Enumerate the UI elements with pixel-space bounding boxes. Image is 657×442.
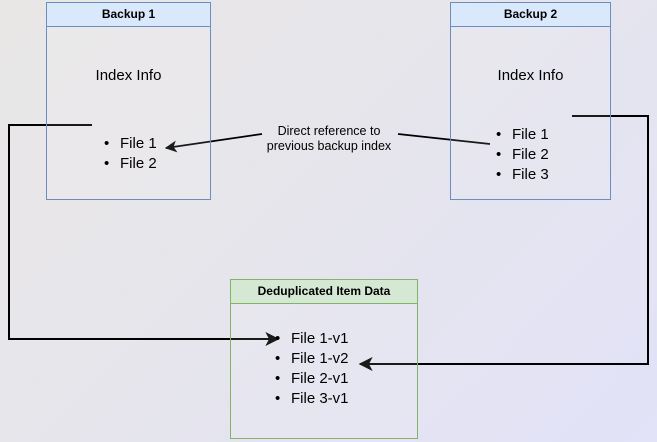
backup-2-index-info-label: Index Info	[497, 67, 564, 84]
list-item: File 3	[496, 165, 549, 185]
node-backup-2-header: Backup 2	[451, 3, 610, 27]
edge-label-direct-reference: Direct reference to previous backup inde…	[266, 124, 392, 153]
backup-2-file-list: File 1 File 2 File 3	[496, 125, 549, 185]
list-item: File 2	[104, 154, 157, 174]
node-backup-1-header: Backup 1	[47, 3, 210, 27]
backup-1-index-info-label: Index Info	[95, 67, 162, 84]
list-item: File 1	[104, 134, 157, 154]
deduplicated-file-list: File 1-v1 File 1-v2 File 2-v1 File 3-v1	[275, 329, 349, 409]
list-item: File 1-v2	[275, 349, 349, 369]
list-item: File 2	[496, 145, 549, 165]
node-deduplicated-item-data-body: File 1-v1 File 1-v2 File 2-v1 File 3-v1	[231, 304, 417, 438]
list-item: File 3-v1	[275, 389, 349, 409]
node-deduplicated-item-data[interactable]: Deduplicated Item Data File 1-v1 File 1-…	[230, 279, 418, 439]
list-item: File 1	[496, 125, 549, 145]
node-backup-2-body: Index Info File 1 File 2 File 3	[451, 27, 610, 199]
node-backup-1-body: Index Info File 1 File 2	[47, 27, 210, 199]
node-backup-2[interactable]: Backup 2 Index Info File 1 File 2 File 3	[450, 2, 611, 200]
list-item: File 1-v1	[275, 329, 349, 349]
node-deduplicated-item-data-header: Deduplicated Item Data	[231, 280, 417, 304]
list-item: File 2-v1	[275, 369, 349, 389]
backup-1-file-list: File 1 File 2	[104, 134, 157, 174]
node-backup-1[interactable]: Backup 1 Index Info File 1 File 2	[46, 2, 211, 200]
